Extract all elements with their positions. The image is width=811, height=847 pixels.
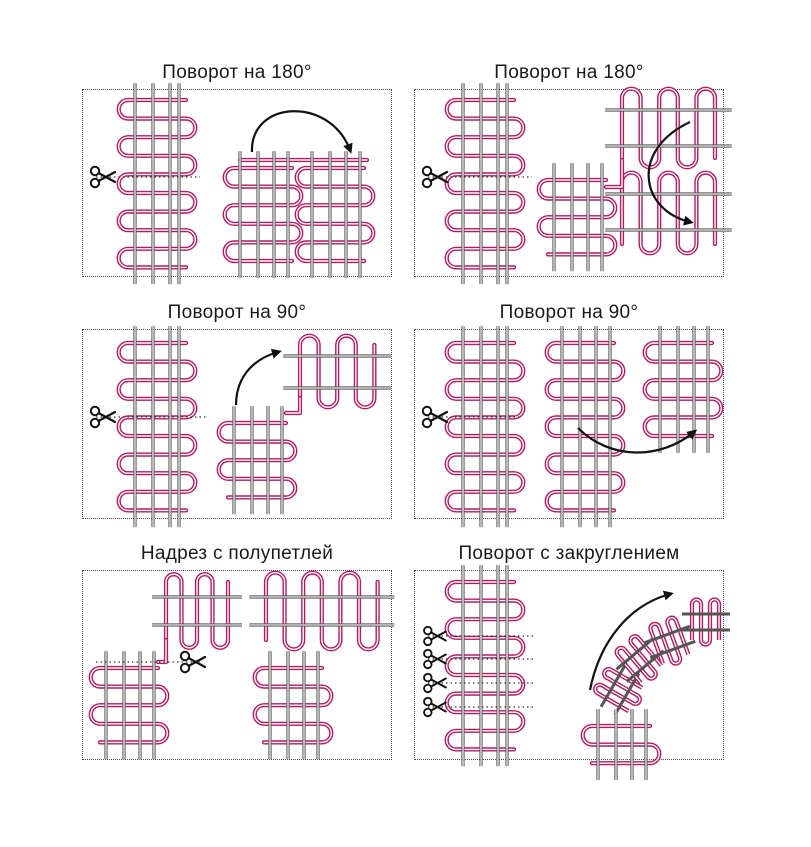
scissors-icon (89, 165, 117, 189)
scissors-icon (421, 165, 449, 189)
panel-title-3: Поворот на 90° (167, 302, 307, 323)
mat-piece-6a (580, 723, 662, 766)
panel-frame-3 (82, 329, 392, 519)
panel-title-4: Поворот на 90° (499, 302, 639, 323)
mat-original-4 (444, 340, 526, 513)
panel-frame-5 (82, 570, 392, 760)
scissors-icon (423, 696, 447, 718)
panel-frame-6 (414, 570, 724, 760)
scissors-icon (421, 405, 449, 429)
scissors-icon (423, 672, 447, 694)
panel-frame-1 (82, 89, 392, 277)
mat-piece-3b (297, 333, 377, 410)
mat-piece-1a (222, 165, 304, 264)
mat-piece-1b (294, 165, 376, 264)
joint-cable-2 (603, 157, 625, 190)
mat-fan-segment (614, 634, 665, 685)
mat-original-1 (116, 97, 198, 270)
mat-piece-2b-top (619, 86, 718, 170)
mat-original-2 (444, 97, 526, 270)
mat-piece-4b (642, 340, 724, 439)
scissors-icon (89, 405, 117, 429)
scissors-icon (179, 650, 207, 674)
rotation-arrow-icon (588, 590, 674, 691)
scissors-icon (423, 625, 447, 647)
panel-title-5: Надрез с полупетлей (140, 543, 334, 564)
rotation-arrow-icon (234, 348, 282, 406)
mat-piece-2a (536, 177, 618, 257)
rotation-arrow-icon (250, 110, 353, 154)
mat-piece-4a (544, 340, 626, 513)
mat-fan-segment (593, 664, 644, 716)
scissors-icon (423, 648, 447, 670)
panel-title-1: Поворот на 180° (162, 62, 312, 83)
panel-frame-4 (414, 329, 724, 519)
mat-piece-5c (263, 570, 380, 652)
rotation-arrow-icon (647, 121, 694, 226)
mat-piece-5b (163, 572, 231, 650)
mat-original-6 (444, 579, 526, 752)
mat-piece-5a (88, 665, 170, 745)
panel-title-2: Поворот на 180° (494, 62, 644, 83)
mat-piece-3a (216, 420, 298, 500)
mat-piece-5d (252, 665, 334, 745)
rotation-arrow-icon (577, 427, 698, 454)
joint-cable-3 (283, 395, 303, 416)
panel-frame-2 (414, 89, 724, 277)
mat-piece-2b-bottom (619, 170, 718, 256)
mat-fan-segment (682, 597, 730, 647)
panel-title-6: Поворот с закруглением (458, 543, 680, 564)
mat-original-3 (116, 340, 198, 513)
joint-cable-5 (155, 637, 169, 665)
